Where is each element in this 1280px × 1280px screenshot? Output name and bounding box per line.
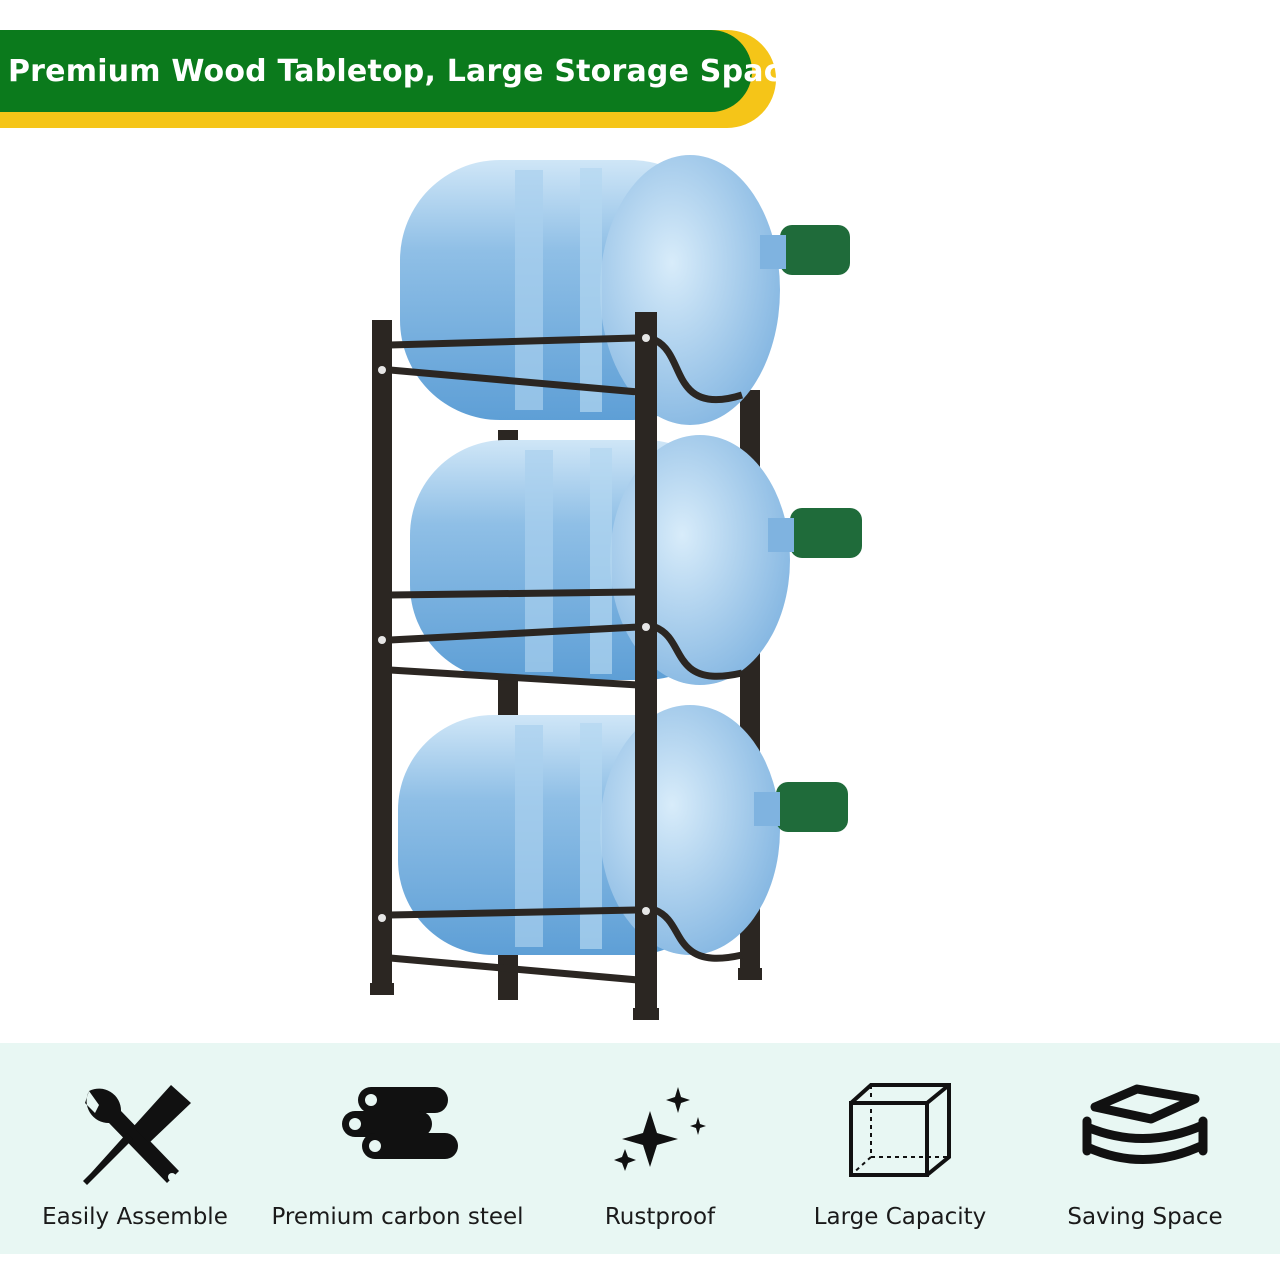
features-strip: Easily Assemble Premium carbon steel <box>0 1043 1280 1254</box>
feature-large-capacity: Large Capacity <box>800 1043 1000 1254</box>
water-bottle-rack-illustration <box>370 155 862 1020</box>
feature-label: Saving Space <box>1067 1204 1223 1230</box>
bottle-bottom <box>398 705 848 955</box>
banner-title: Premium Wood Tabletop, Large Storage Spa… <box>8 53 803 89</box>
rack-front-frame <box>370 312 762 1020</box>
headline-banner: Premium Wood Tabletop, Large Storage Spa… <box>0 30 802 128</box>
product-image <box>330 140 930 1030</box>
rack-screws <box>378 334 650 922</box>
feature-label: Easily Assemble <box>42 1204 228 1230</box>
feature-premium-carbon-steel: Premium carbon steel <box>270 1043 525 1254</box>
feature-label: Rustproof <box>604 1204 716 1230</box>
feature-label: Premium carbon steel <box>271 1204 524 1230</box>
tools-icon <box>83 1085 191 1185</box>
feature-easily-assemble: Easily Assemble <box>20 1043 250 1254</box>
cube-icon <box>849 1083 951 1177</box>
feature-saving-space: Saving Space <box>1035 1043 1255 1254</box>
sparkles-icon <box>614 1087 706 1171</box>
bottle-top <box>400 155 850 425</box>
stacked-layers-icon <box>1082 1084 1208 1164</box>
feature-label: Large Capacity <box>813 1204 987 1230</box>
banner-body: Premium Wood Tabletop, Large Storage Spa… <box>0 30 802 112</box>
steel-pipes-icon <box>341 1087 458 1159</box>
feature-rustproof: Rustproof <box>560 1043 760 1254</box>
